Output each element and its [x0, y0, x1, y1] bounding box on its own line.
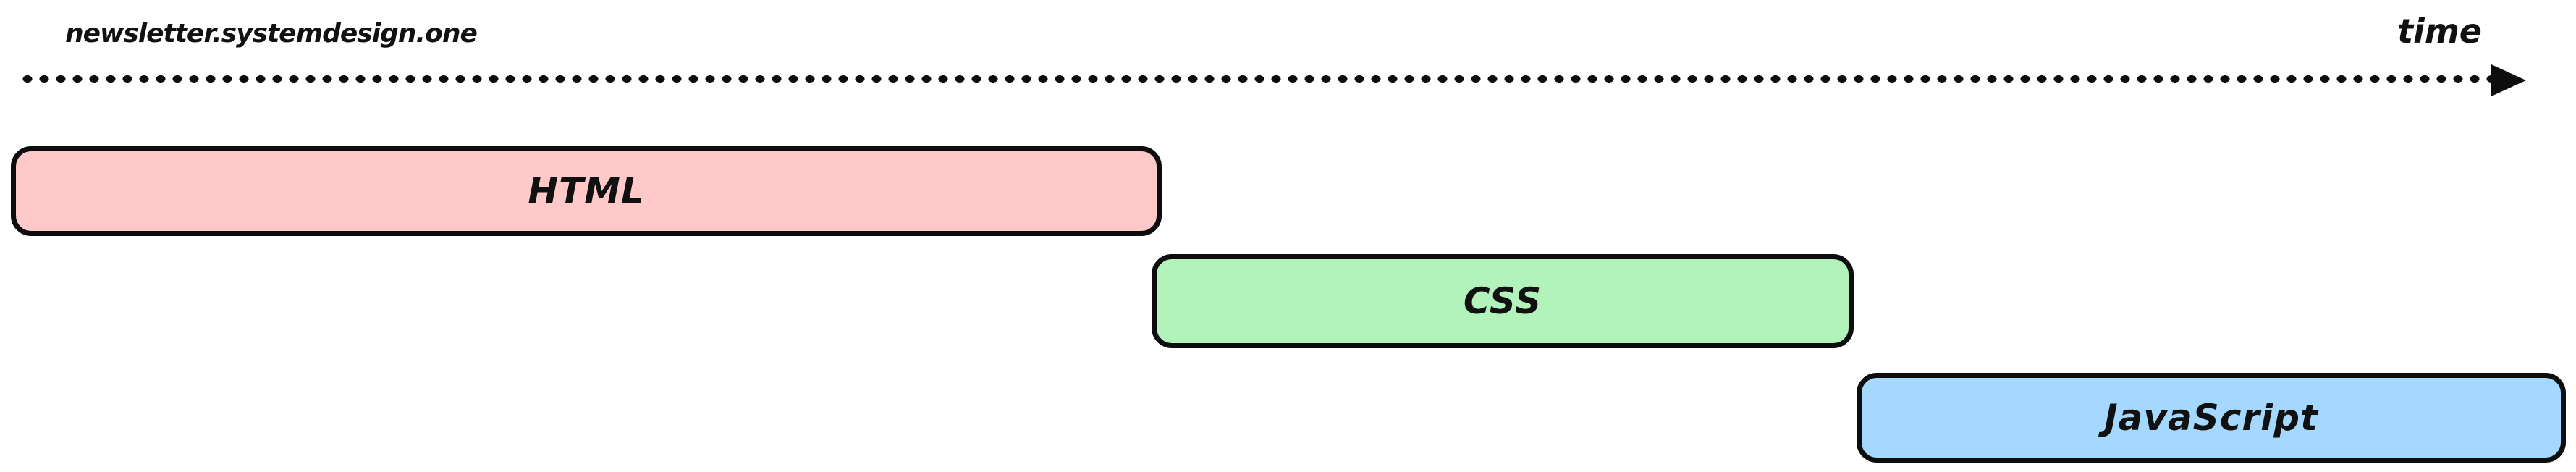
time-axis-label: time: [2397, 12, 2482, 51]
timeline-bar-javascript: JavaScript: [1857, 373, 2566, 463]
bar-label-html: HTML: [528, 170, 645, 212]
bar-label-css: CSS: [1463, 280, 1542, 322]
time-axis-dotted-line: [22, 73, 2491, 85]
bar-label-javascript: JavaScript: [2104, 397, 2318, 439]
arrow-right-icon: [2491, 64, 2526, 96]
watermark-text: newsletter.systemdesign.one: [65, 19, 478, 49]
timeline-bar-html: HTML: [11, 146, 1162, 236]
timeline-bar-css: CSS: [1152, 254, 1854, 348]
